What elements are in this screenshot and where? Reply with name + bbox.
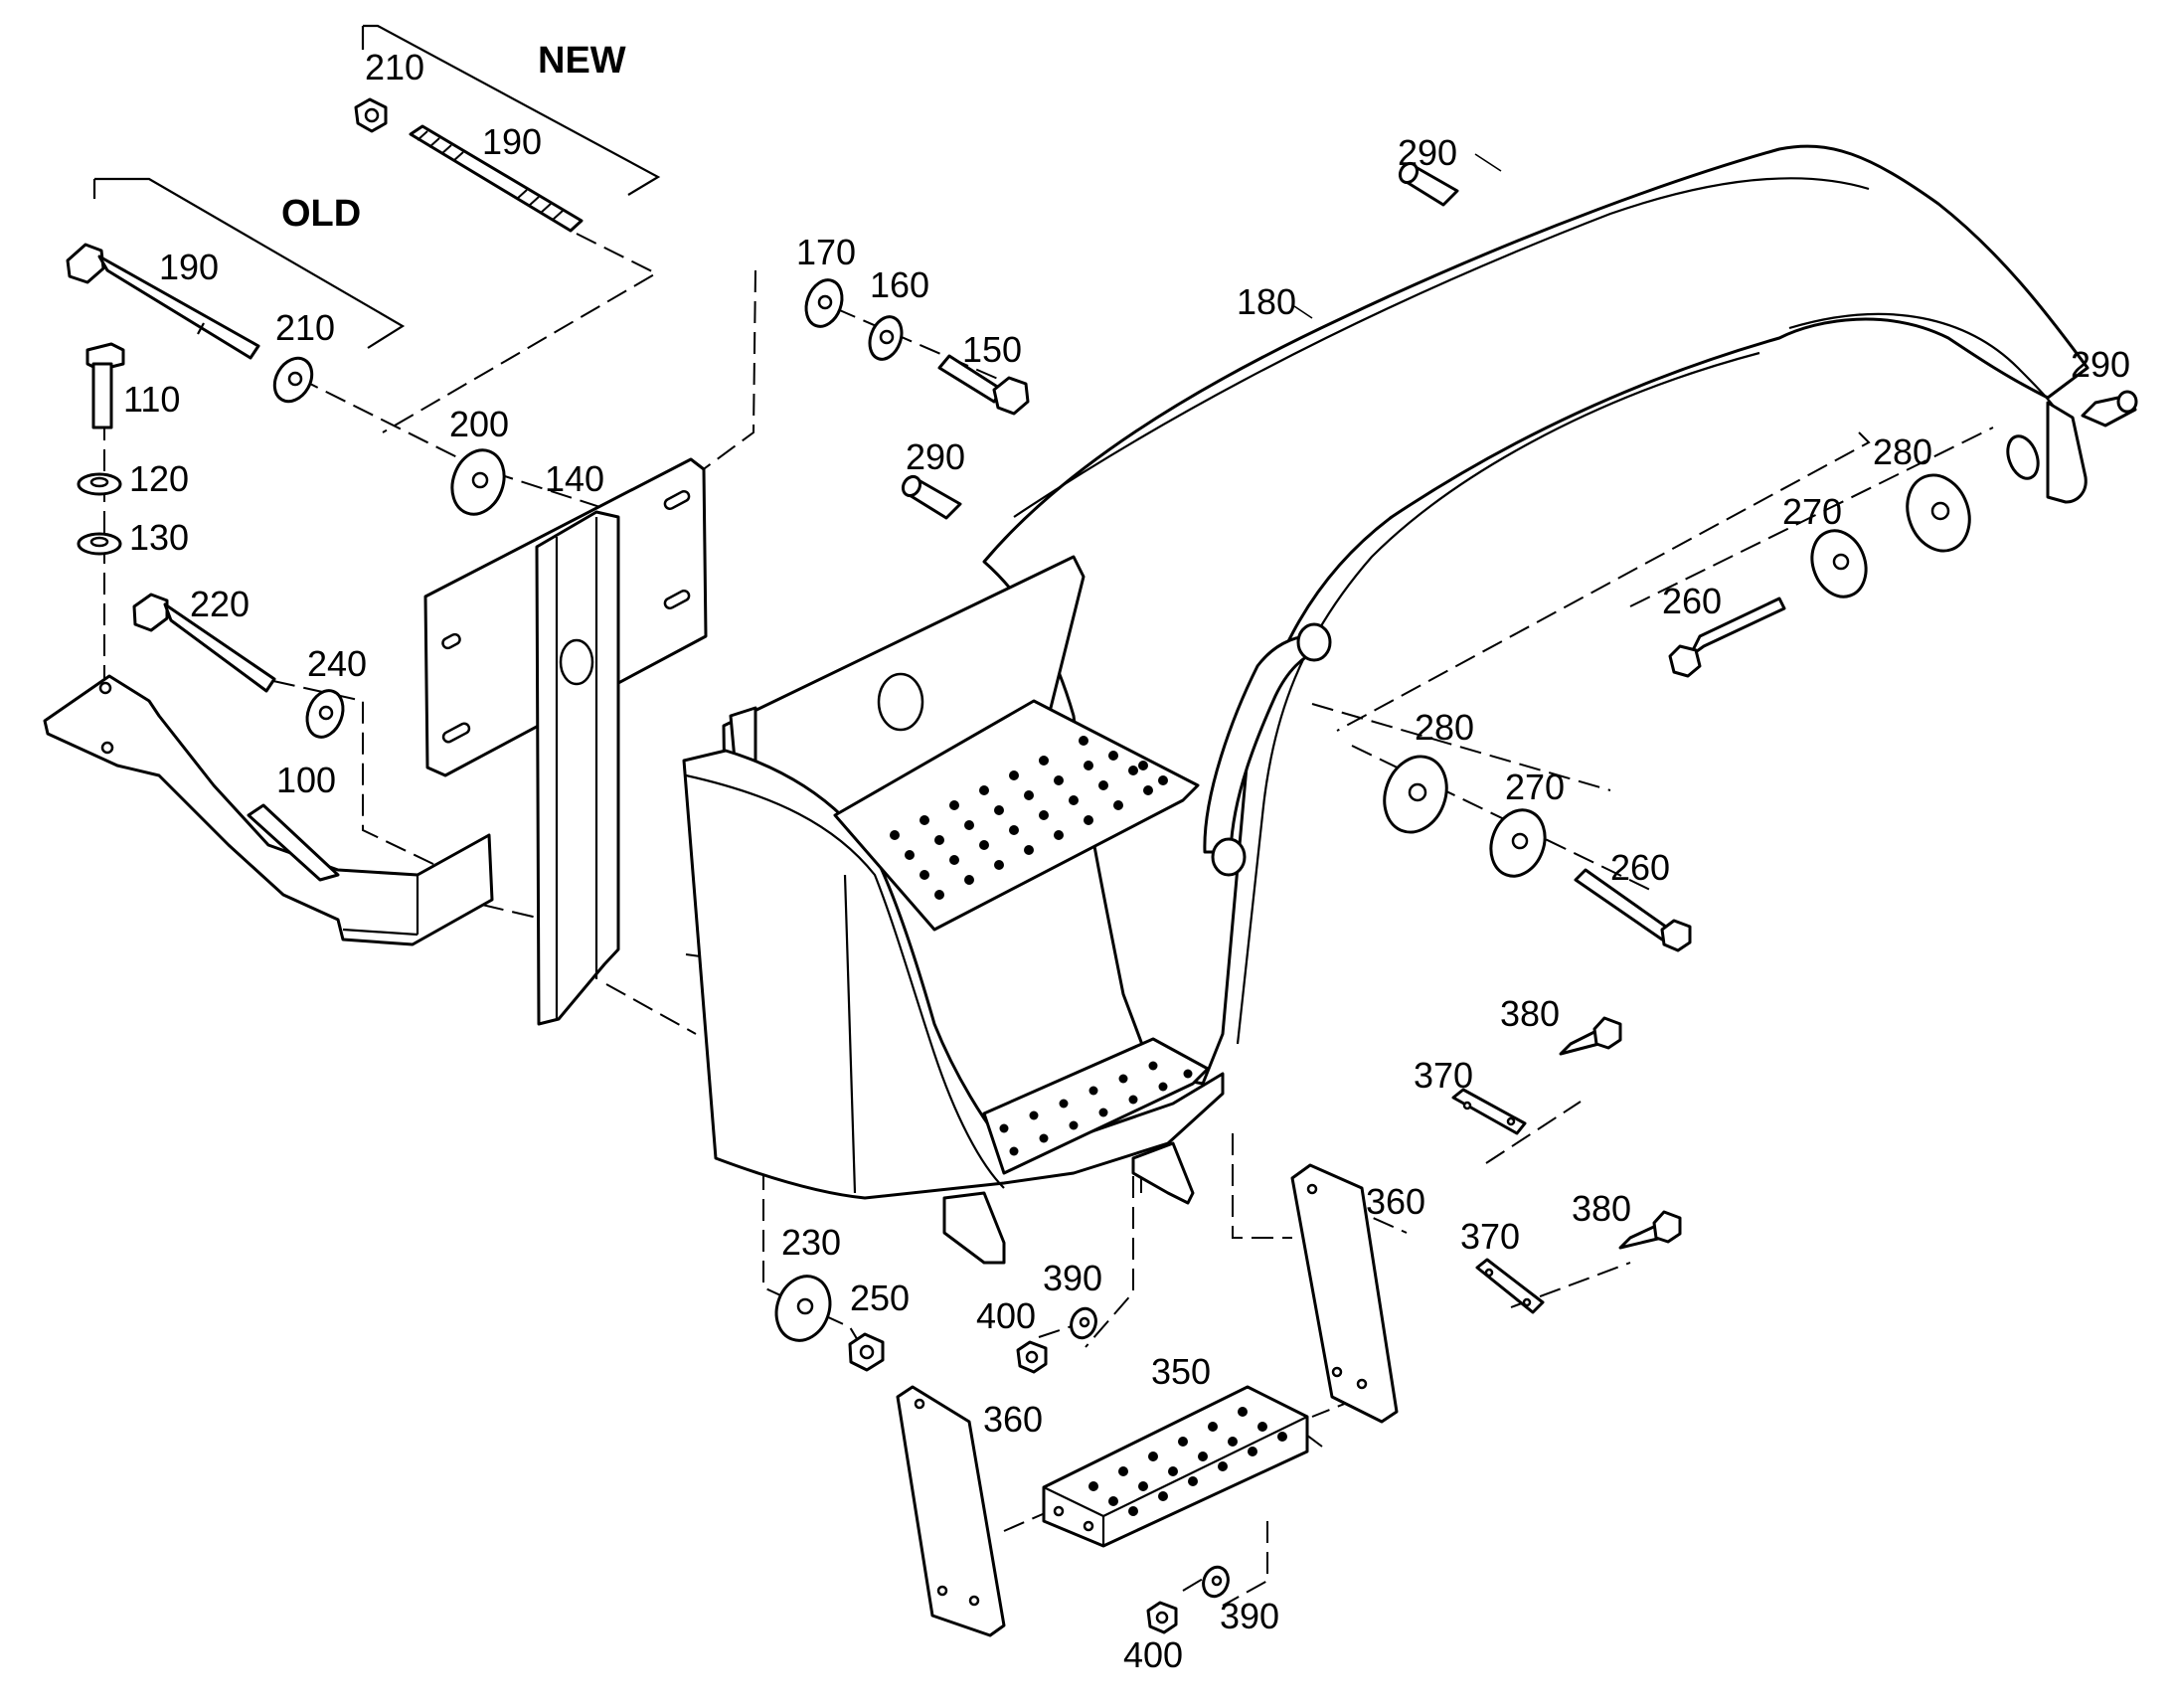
old-group-bracket bbox=[92, 177, 406, 349]
callout-290-c: 290 bbox=[2071, 344, 2130, 385]
callout-380-b: 380 bbox=[1572, 1188, 1631, 1229]
part-290-spacer-c bbox=[2081, 390, 2138, 427]
callout-190-old: 190 bbox=[159, 247, 219, 287]
callout-290-b: 290 bbox=[906, 436, 965, 477]
callout-390-b: 390 bbox=[1220, 1596, 1279, 1636]
callout-140: 140 bbox=[545, 458, 604, 499]
part-270-washer-a bbox=[1810, 529, 1868, 598]
callout-210-new: 210 bbox=[365, 47, 424, 87]
callout-280-a: 280 bbox=[1873, 431, 1932, 472]
callout-260-a: 260 bbox=[1662, 581, 1722, 621]
callout-150: 150 bbox=[962, 329, 1022, 370]
part-290-spacer-b bbox=[901, 474, 962, 520]
part-190-old-bolt bbox=[66, 243, 260, 360]
callout-350: 350 bbox=[1151, 1351, 1211, 1392]
callout-110: 110 bbox=[123, 379, 180, 420]
step-grate-holes bbox=[1088, 1407, 1287, 1516]
part-190-new-stud bbox=[409, 124, 584, 233]
part-220-bolt bbox=[132, 593, 276, 693]
part-270-washer-b bbox=[1489, 808, 1547, 878]
new-group-label: NEW bbox=[538, 40, 626, 82]
part-210-new-nut bbox=[354, 97, 388, 133]
callout-230: 230 bbox=[781, 1222, 841, 1263]
callout-130: 130 bbox=[129, 517, 189, 558]
part-280-washer-b bbox=[1383, 755, 1448, 834]
part-400-nut-a bbox=[1016, 1340, 1048, 1374]
part-370-strip-a bbox=[1451, 1088, 1527, 1135]
part-160-washer bbox=[868, 315, 904, 361]
callout-370-b: 370 bbox=[1460, 1216, 1520, 1257]
old-group-label: OLD bbox=[281, 193, 361, 235]
part-370-strip-b bbox=[1475, 1258, 1545, 1314]
part-180-fender-step bbox=[682, 144, 2089, 1265]
callout-100: 100 bbox=[276, 760, 336, 800]
callout-390-a: 390 bbox=[1043, 1258, 1102, 1298]
callout-270-b: 270 bbox=[1505, 767, 1565, 807]
callout-400-a: 400 bbox=[976, 1295, 1036, 1336]
part-290-spacer-a bbox=[1398, 161, 1459, 207]
part-260-bolt-b bbox=[1574, 868, 1692, 952]
callout-360-a: 360 bbox=[1366, 1181, 1425, 1222]
callout-190-new: 190 bbox=[482, 121, 542, 162]
callout-290-a: 290 bbox=[1398, 132, 1457, 173]
part-380-bolt-b bbox=[1618, 1210, 1682, 1250]
part-360-plate-a bbox=[1290, 1163, 1399, 1424]
part-170-washer bbox=[804, 278, 844, 328]
callout-120: 120 bbox=[129, 458, 189, 499]
part-380-bolt-a bbox=[1559, 1016, 1622, 1056]
callout-280-b: 280 bbox=[1415, 707, 1474, 748]
part-390-washer-a bbox=[1070, 1306, 1097, 1340]
callout-370-a: 370 bbox=[1414, 1055, 1473, 1096]
part-350-step bbox=[1042, 1385, 1309, 1548]
part-360-plate-b bbox=[896, 1385, 1006, 1637]
part-100-bracket bbox=[43, 674, 494, 946]
callout-180: 180 bbox=[1237, 281, 1296, 322]
callout-270-a: 270 bbox=[1782, 491, 1842, 532]
callout-250: 250 bbox=[850, 1278, 910, 1318]
callout-260-b: 260 bbox=[1610, 847, 1670, 888]
part-260-bolt-a bbox=[1668, 597, 1786, 678]
callout-210-old: 210 bbox=[275, 307, 335, 348]
new-group-bracket bbox=[361, 24, 661, 196]
callout-170: 170 bbox=[796, 232, 856, 272]
callout-200: 200 bbox=[449, 404, 509, 444]
lower-grate-holes bbox=[999, 1061, 1193, 1156]
upper-grate-holes bbox=[890, 736, 1168, 900]
part-110-bolt bbox=[85, 342, 125, 429]
callout-labels: NEW OLD 210 190 190 210 110 120 130 220 … bbox=[123, 40, 2130, 1675]
callout-380-a: 380 bbox=[1500, 993, 1560, 1034]
callout-400-b: 400 bbox=[1123, 1634, 1183, 1675]
part-200-washer bbox=[450, 448, 506, 516]
part-140-plate bbox=[423, 457, 708, 1026]
leader-lines bbox=[1293, 153, 1502, 319]
part-120-washer bbox=[77, 472, 122, 496]
part-240-washer bbox=[305, 689, 345, 739]
part-210-old-washer bbox=[272, 356, 314, 404]
part-150-bolt bbox=[937, 354, 1030, 416]
callout-160: 160 bbox=[870, 264, 929, 305]
part-250-nut bbox=[848, 1332, 885, 1372]
part-390-washer-b bbox=[1202, 1565, 1230, 1599]
part-130-washer bbox=[77, 532, 122, 556]
callout-240: 240 bbox=[307, 643, 367, 684]
part-400-nut-b bbox=[1146, 1601, 1178, 1634]
part-230-washer bbox=[774, 1275, 832, 1342]
callout-360-b: 360 bbox=[983, 1399, 1043, 1440]
callout-220: 220 bbox=[190, 584, 250, 624]
part-280-washer-a bbox=[1906, 473, 1971, 553]
